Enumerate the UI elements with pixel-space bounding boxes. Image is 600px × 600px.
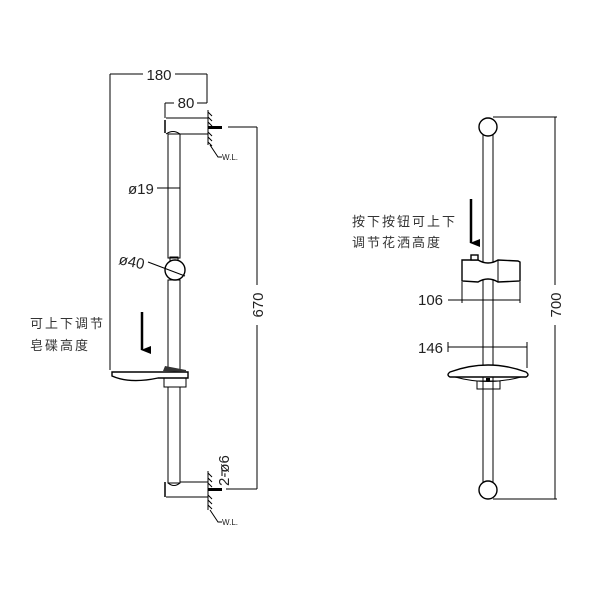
soap-dish [111,366,189,388]
soap-dish [447,364,529,390]
rail-pipe [482,134,494,483]
dim-pipe-diameter: ø19 [128,181,154,198]
rail-pipe-upper [167,133,181,259]
note-soap-dish-line2: 皂碟高度 [30,338,90,354]
note-soap-dish-line1: 可上下调节 [30,317,105,332]
note-shower-line1: 按下按钮可上下 [352,215,457,230]
dimension-106: 106 [418,282,521,309]
dimension-180: 180 [109,67,208,370]
bottom-wall-bracket: W.L. 2-ø6 [164,455,238,527]
rail-pipe-middle [167,279,181,371]
top-end-cap [478,117,498,137]
left-view: 180 80 W.L. ø19 [30,67,267,527]
dim-knob-diameter: ø40 [117,251,146,273]
screw-icon [208,126,222,129]
dim-670-label: 670 [250,292,267,317]
wall-line-label-top: W.L. [222,153,238,162]
screw-icon [208,488,222,491]
dimension-700: 700 [493,116,565,500]
dim-146-label: 146 [418,340,443,357]
dimension-670: 670 [226,126,267,490]
shower-slider[interactable] [461,254,521,283]
dim-180-label: 180 [146,67,171,84]
adjustment-knob: ø40 [117,251,186,281]
dim-screws: 2-ø6 [216,455,233,486]
dim-80-label: 80 [178,95,195,112]
dim-700-label: 700 [548,292,565,317]
right-view: 700 按下按钮可上下 调节花洒高度 106 146 [352,116,565,500]
dimension-80: 80 [164,95,207,118]
dimension-146: 146 [418,340,528,368]
top-wall-bracket: W.L. [164,110,238,162]
dim-106-label: 106 [418,292,443,309]
note-shower-line2: 调节花洒高度 [352,235,442,251]
release-button[interactable] [470,254,479,261]
bottom-end-cap [478,480,498,500]
rail-pipe-lower [167,386,181,484]
wall-line-label-bottom: W.L. [222,518,238,527]
